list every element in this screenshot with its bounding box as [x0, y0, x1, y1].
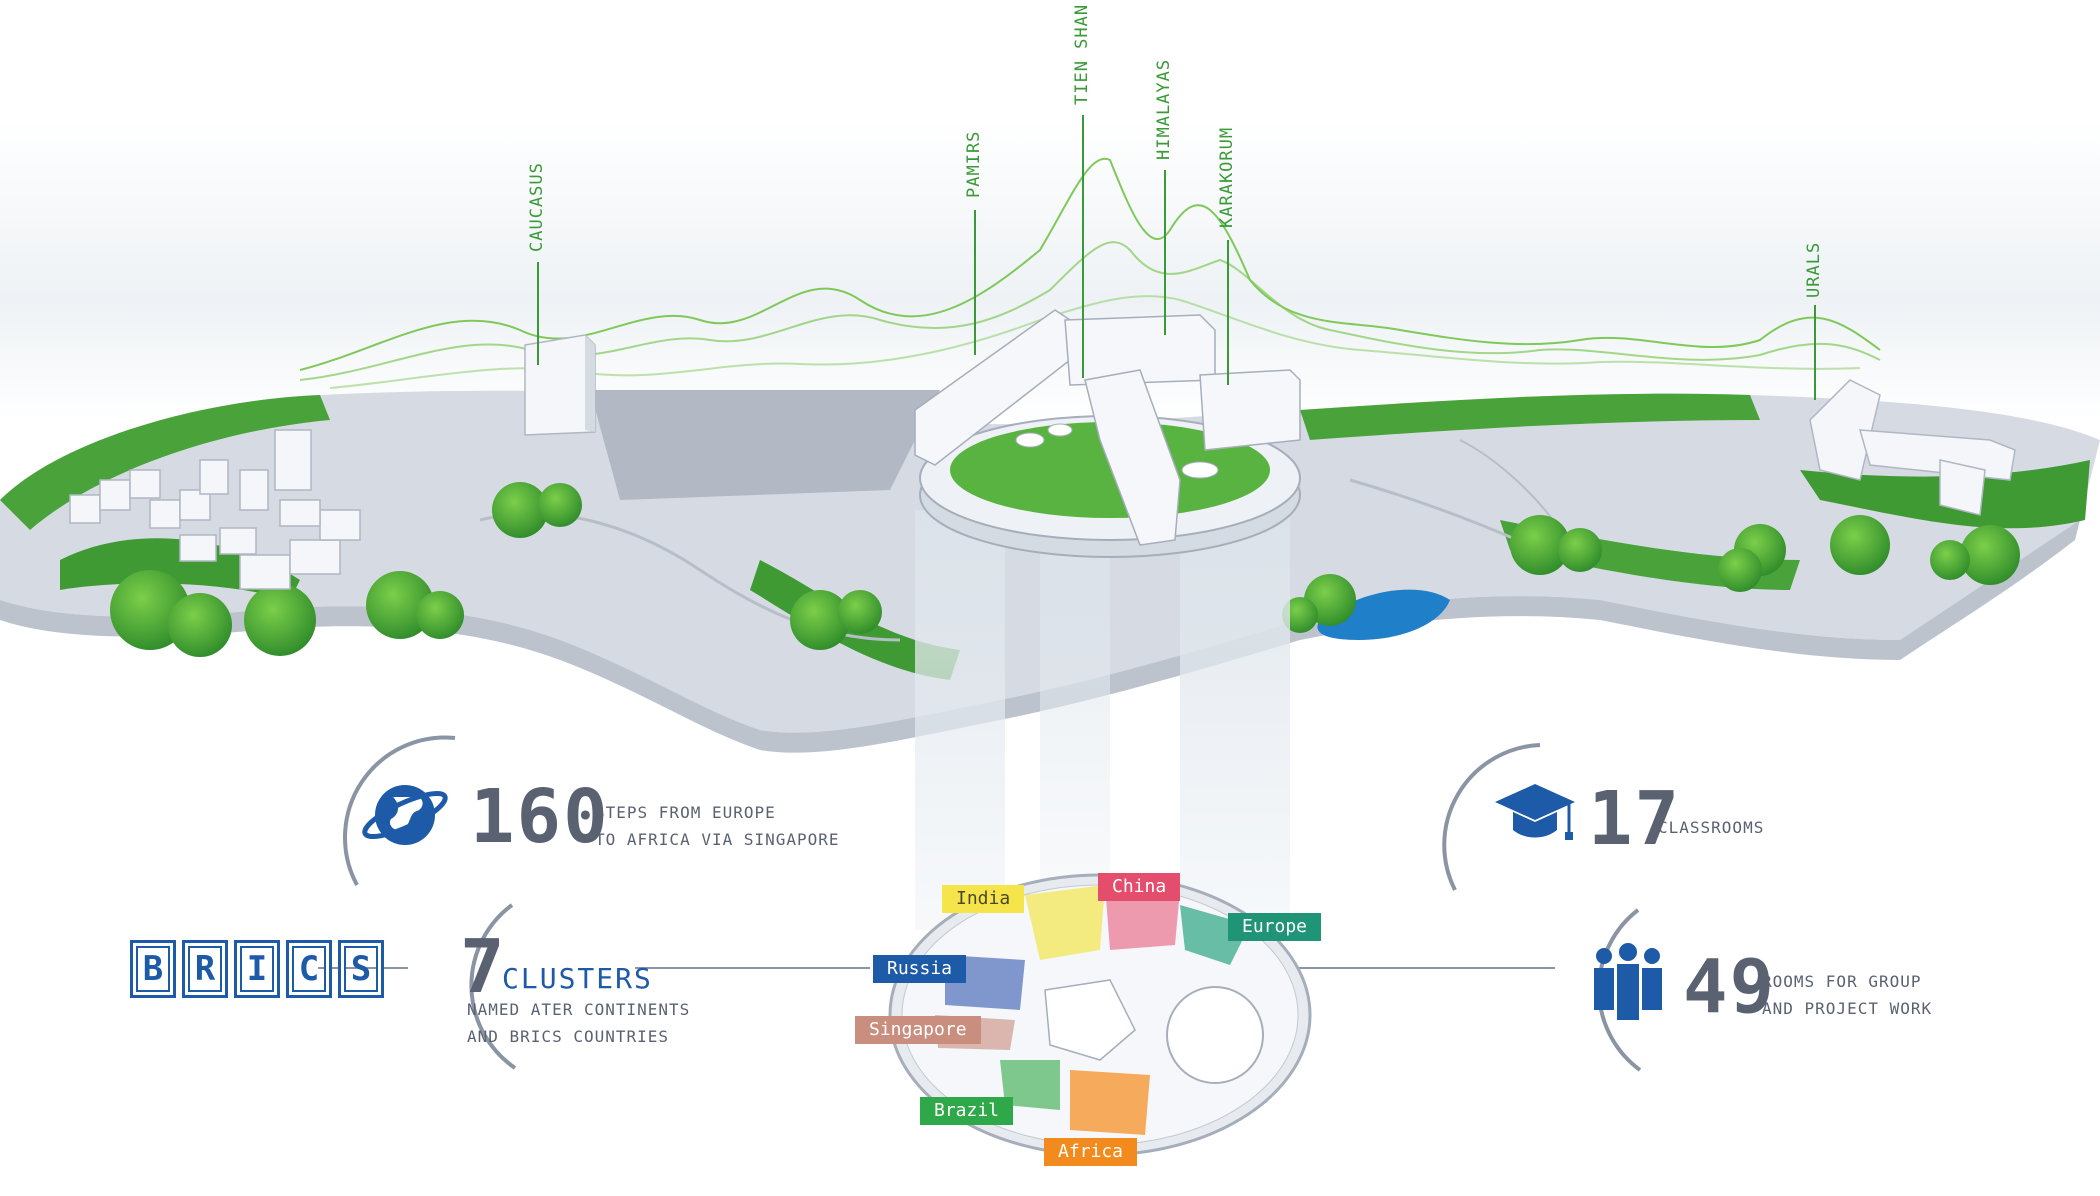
steps-line2: TO AFRICA VIA SINGAPORE	[595, 830, 840, 849]
rooms-line1: ROOMS FOR GROUP	[1762, 972, 1922, 991]
steps-line1: STEPS FROM EUROPE	[595, 803, 776, 822]
cluster-tag-brazil: Brazil	[920, 1097, 1014, 1125]
africa-zone	[1070, 1070, 1150, 1135]
rooms-line2: AND PROJECT WORK	[1762, 999, 1933, 1018]
clusters-number: 7	[460, 924, 507, 1010]
cluster-tag-europe: Europe	[1228, 913, 1322, 941]
projection-beams	[915, 510, 1290, 935]
mountain-ridges	[299, 157, 1881, 389]
urals-building	[1809, 379, 2016, 516]
peak-label-tien-shan: TIEN SHAN	[1072, 3, 1092, 105]
steps-number: 160	[470, 774, 610, 860]
brazil-zone	[1000, 1060, 1060, 1110]
globe-icon	[362, 785, 448, 845]
india-zone	[1025, 885, 1105, 960]
classrooms-number: 17	[1588, 776, 1682, 862]
cluster-tag-china: China	[1098, 873, 1181, 901]
central-hall	[1166, 986, 1264, 1084]
peak-label-himalayas: HIMALAYAS	[1154, 58, 1174, 160]
cluster-tag-russia: Russia	[873, 955, 967, 983]
central-complex	[914, 309, 1301, 558]
trees	[110, 482, 2020, 657]
peak-label-karakorum: KARAKORUM	[1217, 126, 1237, 228]
brics-letter: C	[286, 940, 332, 998]
china-zone	[1105, 885, 1180, 950]
clusters-title: CLUSTERS	[502, 962, 653, 995]
brics-letter: R	[182, 940, 228, 998]
plaza	[590, 390, 940, 500]
peak-leaders	[537, 115, 1816, 400]
peak-label-pamirs: PAMIRS	[964, 130, 984, 198]
graduation-cap-icon	[1495, 784, 1575, 840]
cluster-tag-singapore: Singapore	[855, 1016, 981, 1044]
brics-logo: B R I C S	[130, 940, 384, 998]
cluster-tag-india: India	[942, 885, 1025, 913]
floor-plan	[888, 873, 1312, 1157]
group-icon	[1594, 943, 1662, 1020]
caucasus-tower	[524, 334, 596, 436]
peak-label-caucasus: CAUCASUS	[527, 162, 547, 252]
brics-letter: B	[130, 940, 176, 998]
brics-letter: S	[338, 940, 384, 998]
peak-label-urals: URALS	[1804, 241, 1824, 298]
brics-letter: I	[234, 940, 280, 998]
rooms-number: 49	[1683, 944, 1777, 1030]
cluster-tag-africa: Africa	[1044, 1138, 1138, 1166]
residential-buildings	[69, 429, 361, 590]
classrooms-label: CLASSROOMS	[1658, 818, 1765, 837]
clusters-line2: AND BRICS COUNTRIES	[467, 1027, 670, 1046]
clusters-line1: NAMED ATER CONTINENTS	[467, 1000, 691, 1019]
